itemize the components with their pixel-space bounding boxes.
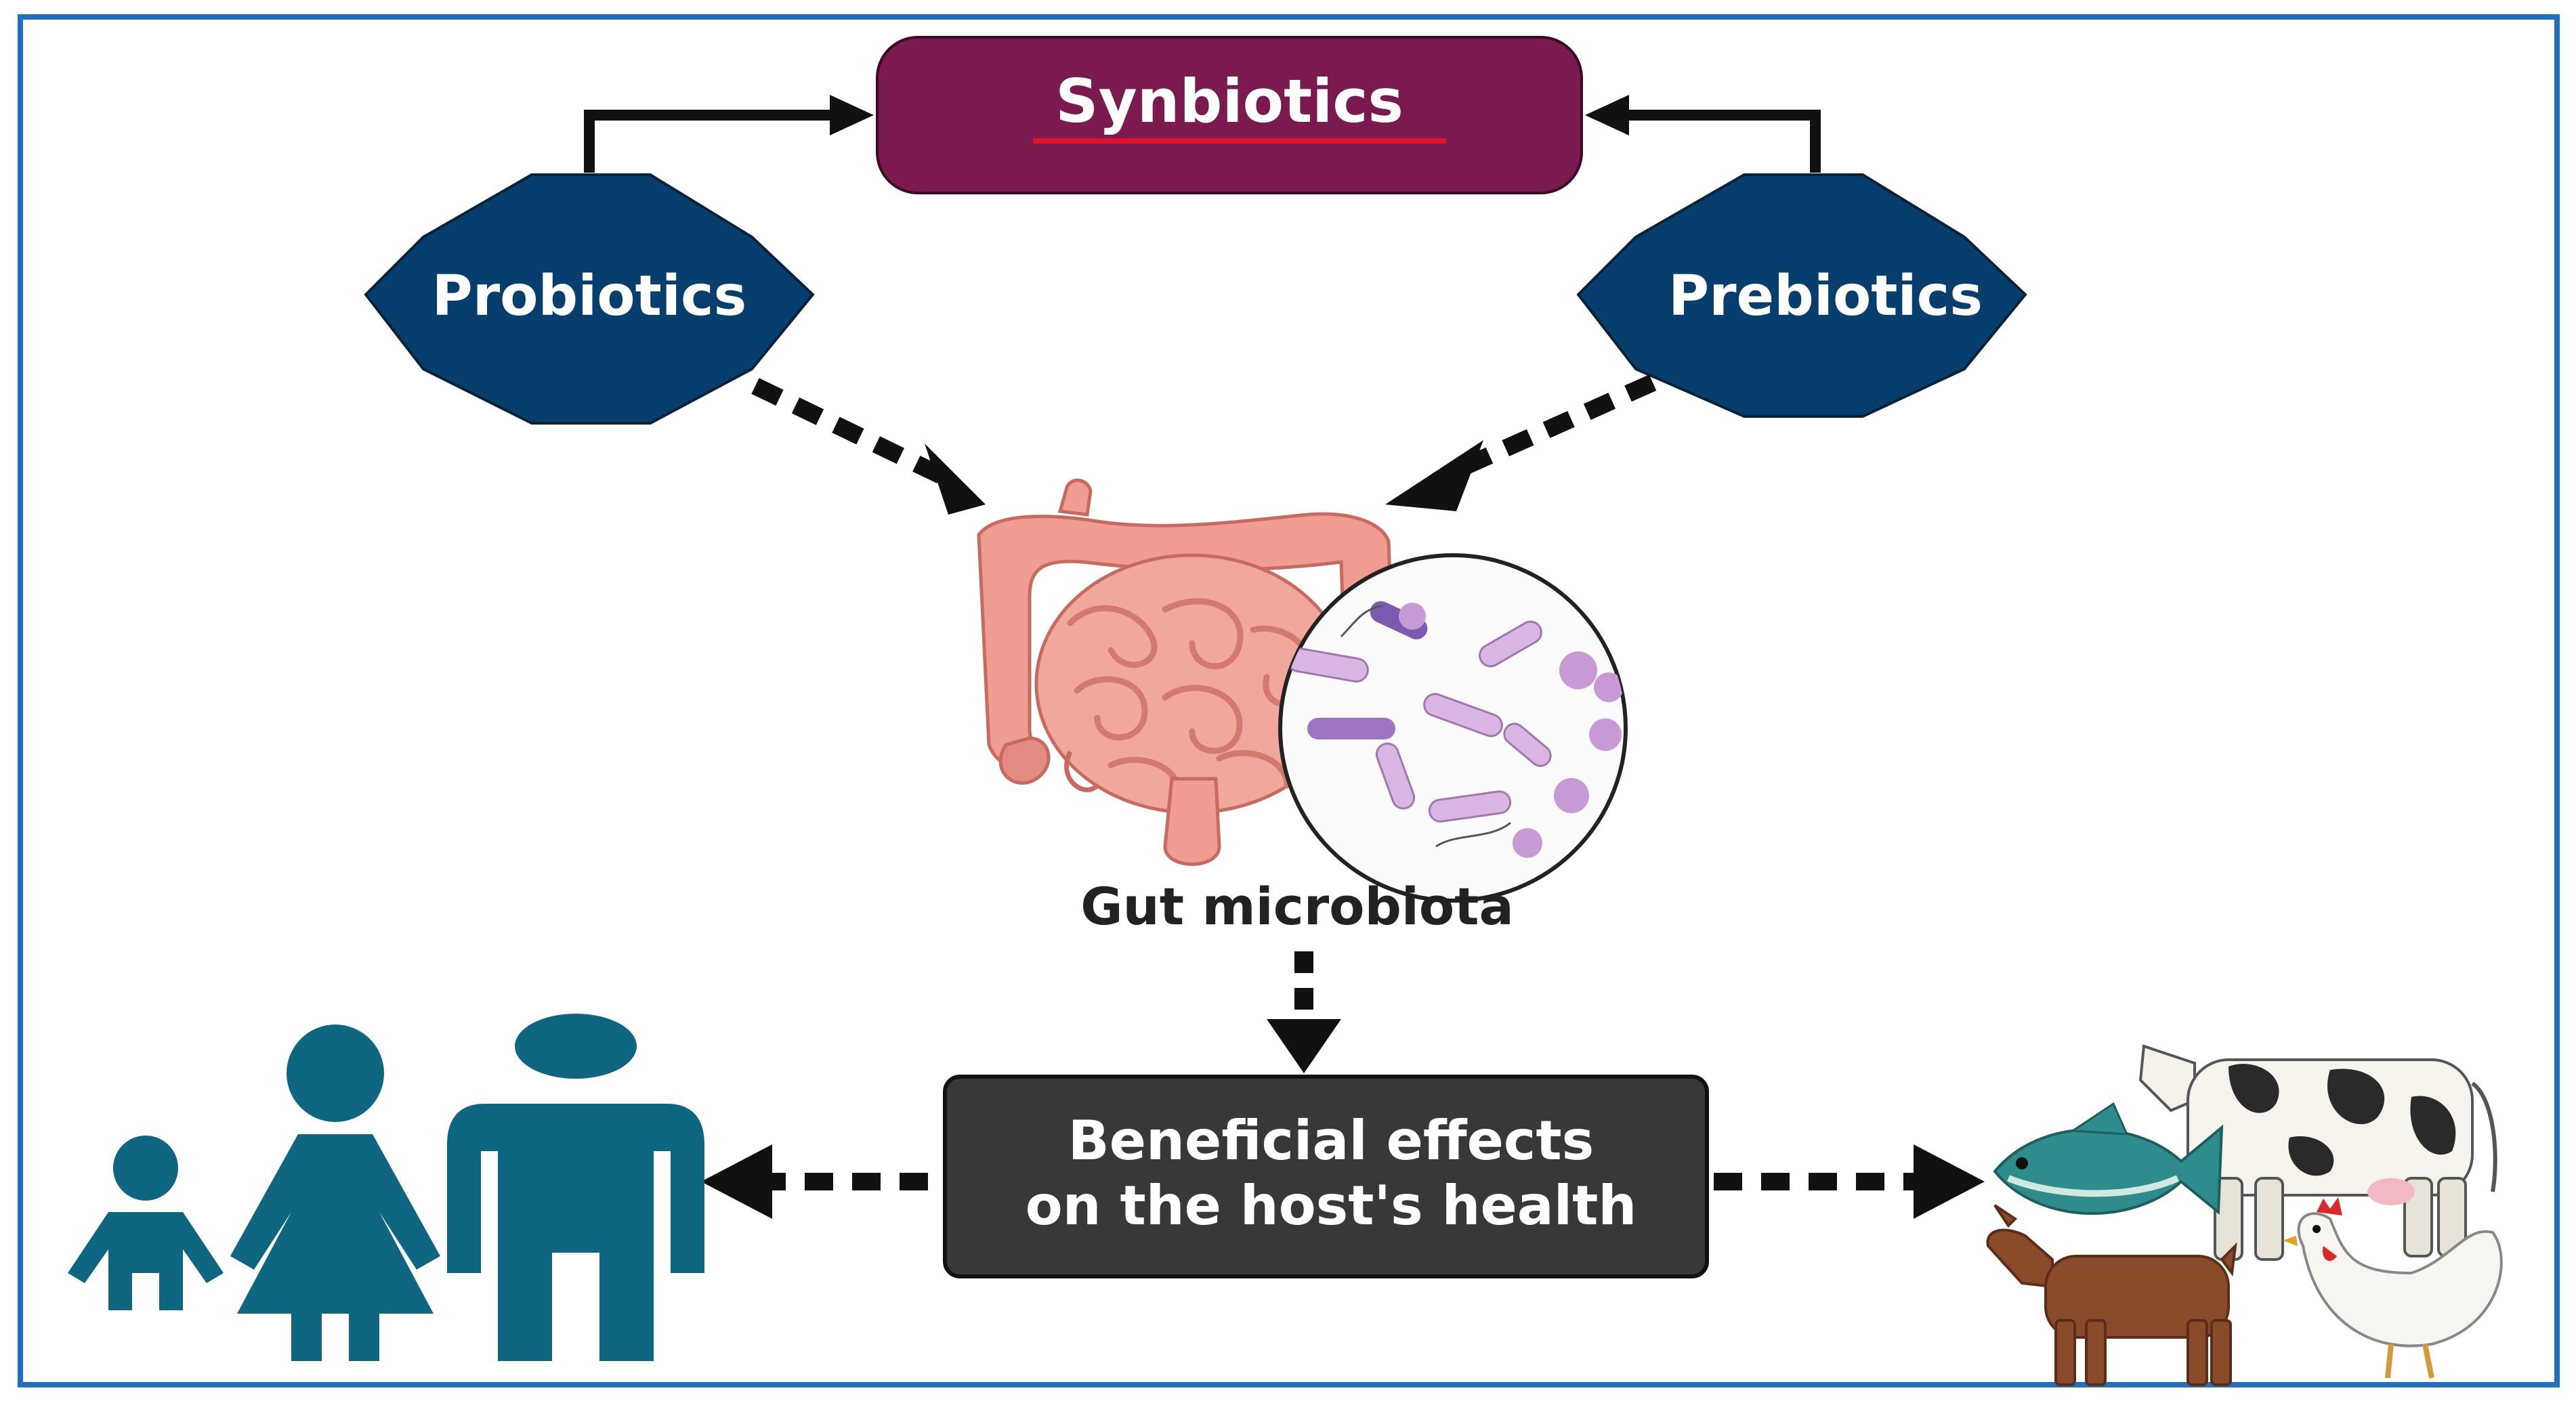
solid-connectors xyxy=(584,110,1821,173)
prebiotics-label: Prebiotics xyxy=(1668,264,1983,328)
frame-border xyxy=(18,14,2560,1387)
gut-microbiota-label: Gut microbiota xyxy=(1080,876,1514,936)
arrowhead-probiotics-to-gut xyxy=(925,444,986,515)
family-icon xyxy=(68,1014,704,1361)
probiotics-node: Probiotics xyxy=(364,173,815,425)
arrowhead-left-to-title xyxy=(830,95,874,135)
chicken-icon xyxy=(2283,1197,2503,1379)
arrowhead-to-family xyxy=(701,1144,772,1219)
arrowhead-down xyxy=(1267,1019,1341,1073)
arrowhead-to-animals xyxy=(1914,1144,1985,1219)
dotted-arrows-to-gut xyxy=(751,374,1657,486)
prebiotics-node: Prebiotics xyxy=(1576,173,2027,418)
arrowhead-right-to-title xyxy=(1585,95,1629,135)
livestock-icon xyxy=(1986,1044,2503,1386)
arrowhead-prebiotics-to-gut xyxy=(1385,440,1483,511)
cow-icon xyxy=(2138,1044,2497,1261)
fish-icon xyxy=(1993,1102,2224,1215)
synbiotics-label: Synbiotics xyxy=(1055,66,1403,136)
microbe-circle-icon xyxy=(1278,553,1628,903)
beneficial-effects-box: Beneficial effects on the host's health xyxy=(943,1075,1709,1278)
probiotics-label: Probiotics xyxy=(432,264,747,328)
effects-line-2: on the host's health xyxy=(1026,1174,1637,1237)
synbiotics-box: Synbiotics xyxy=(876,36,1583,194)
effects-line-1: Beneficial effects xyxy=(1068,1109,1594,1172)
goat-icon xyxy=(1986,1204,2237,1386)
